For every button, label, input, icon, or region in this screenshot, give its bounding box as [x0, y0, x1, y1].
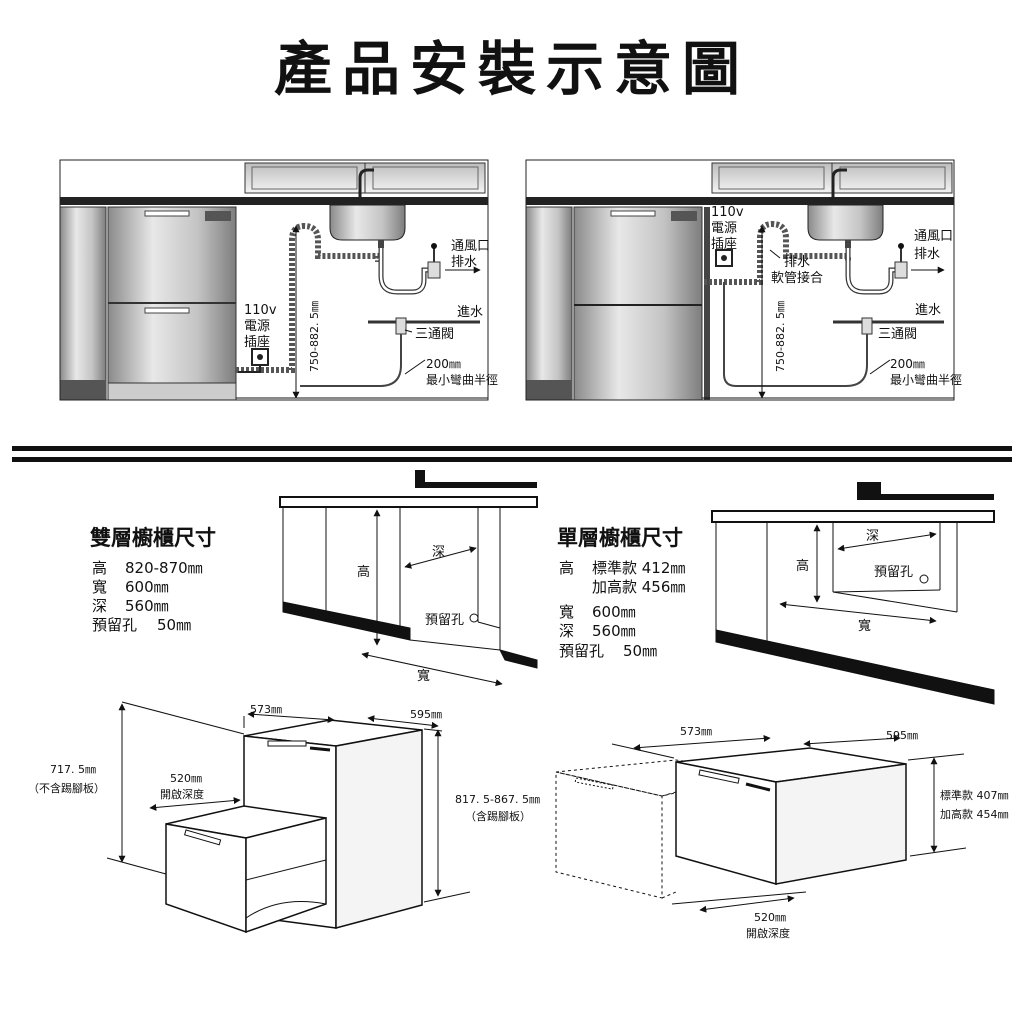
drain-hose-label-right: 排水	[784, 255, 810, 270]
valve-label-left: 三通閥	[415, 327, 454, 342]
single-cabinet-drawing	[711, 482, 995, 705]
double-dim-height-note: （不含踢腳板）	[28, 781, 105, 795]
sink	[329, 168, 406, 248]
single-spec-label-hole: 預留孔	[559, 642, 604, 660]
double-spec-label-height: 高	[92, 559, 107, 577]
single-drawer-3d	[555, 734, 967, 913]
valve-label-right: 三通閥	[878, 327, 917, 342]
single-spec-label-depth: 深	[559, 622, 574, 640]
double-cab-width-label: 寬	[417, 668, 430, 684]
outlet-voltage-left: 110v	[244, 303, 277, 318]
single-dim-tall: 加高款 454㎜	[940, 807, 1009, 821]
double-cabinet-drawing	[279, 470, 538, 687]
dishwasher-double	[107, 206, 237, 401]
double-cab-depth-label: 深	[432, 545, 445, 560]
double-spec-value-depth: 560㎜	[125, 597, 169, 615]
vent-label-left: 通風口	[451, 239, 490, 254]
single-cab-width-label: 寬	[858, 618, 871, 634]
install-panel-right	[525, 159, 955, 401]
sink	[807, 168, 884, 248]
bend-label-right: 最小彎曲半徑	[890, 372, 962, 387]
single-dim-depth: 573㎜	[680, 725, 712, 738]
double-cab-height-label: 高	[357, 564, 370, 580]
separator-bottom	[12, 457, 1012, 462]
outlet-label-left-1: 電源	[244, 319, 270, 334]
vent-label-right: 通風口	[914, 229, 953, 244]
single-cab-depth-label: 深	[866, 529, 879, 544]
single-spec-value-tall: 加高款 456㎜	[592, 578, 685, 596]
double-heading: 雙層櫥櫃尺寸	[90, 526, 216, 550]
bend-radius-left: 200㎜	[426, 357, 461, 371]
single-spec-value-standard: 標準款 412㎜	[592, 559, 685, 577]
drain-label-right: 排水	[914, 247, 940, 262]
outlet-voltage-right: 110v	[711, 205, 744, 220]
double-dim-total-height-note: （含踢腳板）	[465, 809, 531, 823]
double-spec-label-hole: 預留孔	[92, 616, 137, 634]
double-dim-width: 595㎜	[410, 708, 442, 721]
single-spec-value-depth: 560㎜	[592, 622, 636, 640]
double-dim-total-height: 817. 5-867. 5㎜	[455, 793, 540, 806]
double-spec-value-hole: 50㎜	[157, 616, 191, 634]
double-cab-hole-label: 預留孔	[425, 613, 464, 628]
single-dim-width: 595㎜	[886, 729, 918, 742]
single-spec-value-width: 600㎜	[592, 603, 636, 621]
single-cab-height-label: 高	[796, 558, 809, 574]
countertop	[526, 197, 954, 205]
inlet-label-left: 進水	[457, 305, 483, 320]
inlet-label-right: 進水	[915, 303, 941, 318]
single-dim-standard: 標準款 407㎜	[940, 788, 1009, 802]
bend-radius-right: 200㎜	[890, 357, 925, 371]
separator-top	[12, 446, 1012, 451]
countertop	[60, 197, 488, 205]
drain-label-left: 排水	[451, 255, 477, 270]
single-spec-label-width: 寬	[559, 603, 574, 621]
single-heading: 單層櫥櫃尺寸	[557, 526, 683, 550]
height-range-right: 750-882. 5㎜	[774, 301, 787, 372]
double-dim-depth: 573㎜	[250, 703, 282, 716]
double-dim-height: 717. 5㎜	[50, 763, 96, 776]
single-spec-value-hole: 50㎜	[623, 642, 657, 660]
single-spec-label-height: 高	[559, 559, 574, 577]
height-range-left: 750-882. 5㎜	[308, 301, 321, 372]
single-dim-open-depth-label: 開啟深度	[746, 926, 790, 940]
double-spec-value-width: 600㎜	[125, 578, 169, 596]
double-dim-open-depth: 520㎜	[170, 772, 202, 785]
single-cab-hole-label: 預留孔	[874, 565, 913, 580]
hose-joint-label-right: 軟管接合	[771, 270, 823, 286]
single-dim-open-depth: 520㎜	[754, 911, 786, 924]
outlet-label-right-2: 插座	[711, 237, 737, 252]
double-dim-open-depth-label: 開啟深度	[160, 787, 204, 801]
double-drawer-3d	[106, 701, 471, 934]
page-title: 產品安裝示意圖	[273, 35, 750, 103]
outlet-label-left-2: 插座	[244, 335, 270, 350]
install-panel-left	[59, 159, 489, 401]
double-spec-label-depth: 深	[92, 597, 107, 615]
double-spec-label-width: 寬	[92, 578, 107, 596]
double-spec-value-height: 820-870㎜	[125, 559, 203, 577]
dishwasher-single	[573, 206, 703, 401]
outlet-label-right-1: 電源	[711, 221, 737, 236]
bend-label-left: 最小彎曲半徑	[426, 372, 498, 387]
